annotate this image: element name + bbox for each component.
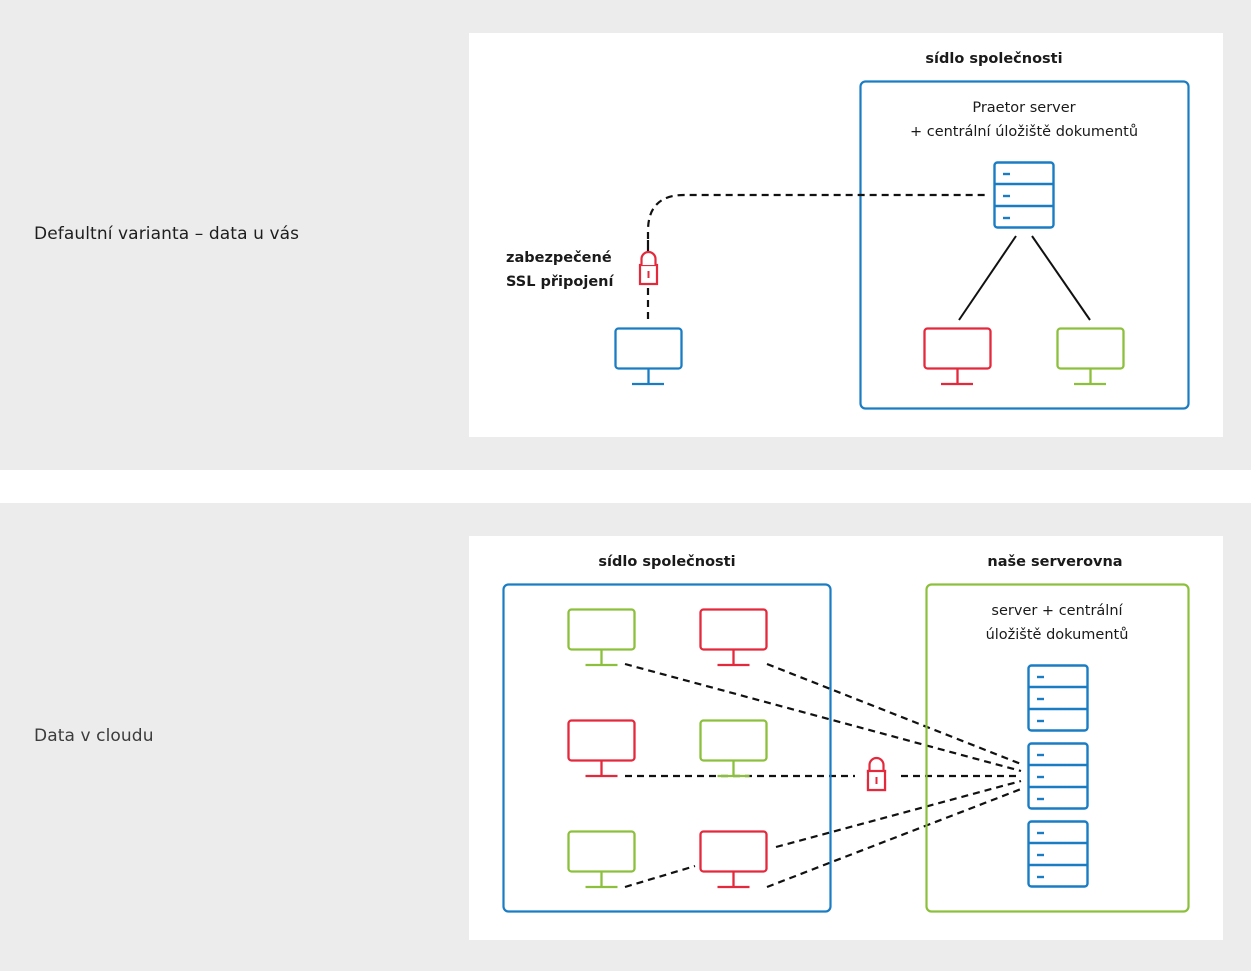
diagram-default: sídlo společnosti Praetor server + centr…	[506, 51, 1190, 410]
datacenter-title: naše serverovna	[987, 554, 1122, 570]
monitor-icon-green	[1056, 327, 1125, 386]
datacenter-boundary	[925, 583, 1190, 913]
monitor-icon-remote	[614, 327, 683, 386]
server-icon	[1027, 664, 1089, 732]
server-caption-line2: úložiště dokumentů	[986, 627, 1129, 643]
server-icon	[993, 161, 1055, 229]
ssl-label-line2: SSL připojení	[506, 274, 614, 290]
server-icon	[1027, 820, 1089, 888]
site-title: sídlo společnosti	[598, 554, 735, 570]
server-caption-line1: Praetor server	[972, 100, 1075, 116]
monitor-icon-red	[567, 719, 636, 778]
link-5	[766, 787, 1022, 889]
server-caption-line1: server + centrální	[991, 603, 1123, 619]
lan-link-green	[1031, 235, 1091, 321]
lan-link-red	[958, 235, 1017, 321]
diagram-cloud: sídlo společnosti naše serverovna server…	[502, 554, 1190, 913]
server-icon	[1027, 742, 1089, 810]
monitor-icon-red	[699, 608, 768, 667]
monitor-icon-red	[923, 327, 992, 386]
link-2	[766, 662, 1022, 766]
computer-grid	[567, 608, 768, 889]
secure-connection-lines	[624, 662, 1022, 889]
monitor-icon-green	[567, 830, 636, 889]
monitor-icon-red	[699, 830, 768, 889]
lock-icon	[638, 250, 659, 286]
site-boundary	[859, 80, 1190, 410]
monitor-icon-green	[567, 608, 636, 667]
server-caption-line2: + centrální úložiště dokumentů	[910, 124, 1138, 140]
monitor-icon-green	[699, 719, 768, 778]
site-title: sídlo společnosti	[925, 51, 1062, 67]
row-label-default: Defaultní varianta – data u vás	[34, 224, 300, 244]
link-6	[624, 864, 696, 889]
lock-icon	[855, 756, 898, 792]
secure-connection-line	[646, 193, 989, 319]
row-label-cloud: Data v cloudu	[34, 726, 154, 746]
diagram-panel-cloud: sídlo společnosti naše serverovna server…	[469, 536, 1223, 940]
row-separator	[0, 470, 1251, 503]
site-boundary	[502, 583, 832, 913]
ssl-label-line1: zabezpečené	[506, 250, 612, 266]
diagram-panel-default: sídlo společnosti Praetor server + centr…	[469, 33, 1223, 437]
link-1	[624, 662, 1022, 773]
link-4	[775, 779, 1022, 849]
